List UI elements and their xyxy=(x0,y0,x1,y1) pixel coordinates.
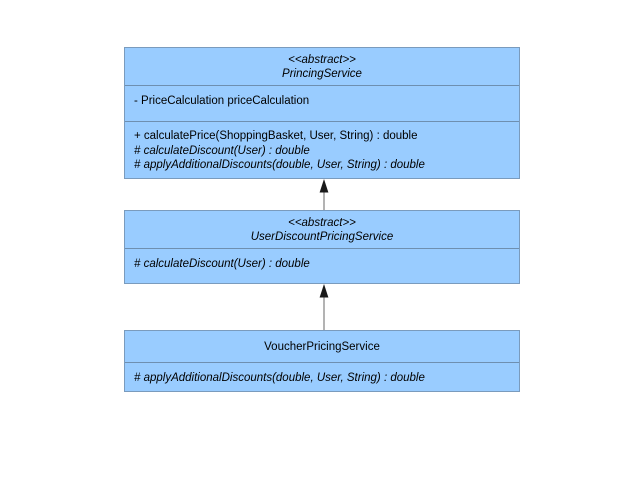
class-header-pricing-service: <<abstract>> PrincingService xyxy=(125,48,519,85)
class-operations-user-discount-pricing-service: # calculateDiscount(User) : double xyxy=(125,248,519,285)
uml-class-user-discount-pricing-service[interactable]: <<abstract>> UserDiscountPricingService … xyxy=(124,210,520,284)
class-name: UserDiscountPricingService xyxy=(250,231,394,243)
class-operation: # calculateDiscount(User) : double xyxy=(134,258,310,270)
class-operations-voucher-pricing-service: # applyAdditionalDiscounts(double, User,… xyxy=(125,362,519,393)
class-stereotype: <<abstract>> xyxy=(288,54,356,66)
generalization-arrowhead-icon xyxy=(319,284,329,298)
class-attribute: - PriceCalculation priceCalculation xyxy=(134,95,310,107)
generalization-user-discount-to-pricing[interactable] xyxy=(314,179,334,210)
uml-class-pricing-service[interactable]: <<abstract>> PrincingService - PriceCalc… xyxy=(124,47,520,179)
class-header-user-discount-pricing-service: <<abstract>> UserDiscountPricingService xyxy=(125,211,519,248)
class-header-voucher-pricing-service: VoucherPricingService xyxy=(125,331,519,362)
class-operation: # calculateDiscount(User) : double xyxy=(134,144,310,157)
class-operation: # applyAdditionalDiscounts(double, User,… xyxy=(134,159,425,171)
class-name: PrincingService xyxy=(282,68,362,80)
class-operation: + calculatePrice(ShoppingBasket, User, S… xyxy=(134,130,418,142)
class-name: VoucherPricingService xyxy=(264,341,380,353)
generalization-voucher-to-user-discount[interactable] xyxy=(314,284,334,330)
class-operations-pricing-service: + calculatePrice(ShoppingBasket, User, S… xyxy=(125,121,519,178)
class-attributes-pricing-service: - PriceCalculation priceCalculation xyxy=(125,85,519,121)
class-stereotype: <<abstract>> xyxy=(288,217,356,229)
class-operation: # applyAdditionalDiscounts(double, User,… xyxy=(134,372,425,384)
uml-class-voucher-pricing-service[interactable]: VoucherPricingService # applyAdditionalD… xyxy=(124,330,520,392)
generalization-arrowhead-icon xyxy=(319,179,329,193)
